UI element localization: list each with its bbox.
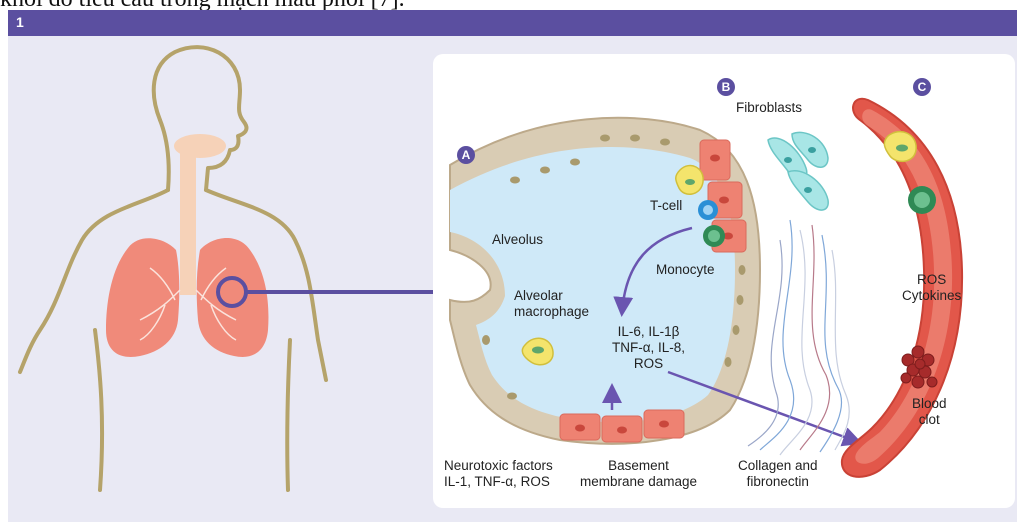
- label-cytokines-line-3: ROS: [612, 356, 685, 372]
- throat: [174, 134, 226, 158]
- torso-left-outline: [95, 330, 102, 490]
- label-basement-line-2: membrane damage: [580, 474, 697, 490]
- fibroblasts-cluster: [768, 132, 828, 210]
- label-neurotoxic-line-1: Neurotoxic factors: [444, 458, 553, 474]
- label-neurotoxic-line-2: IL-1, TNF-α, ROS: [444, 474, 553, 490]
- neck-back-outline: [160, 120, 169, 190]
- label-alveolar-line-1: Alveolar: [514, 288, 589, 304]
- label-collagen-fibronectin: Collagen and fibronectin: [738, 458, 818, 490]
- label-ros-line-2: Cytokines: [902, 288, 961, 304]
- trachea: [180, 140, 196, 295]
- label-t-cell: T-cell: [650, 198, 682, 214]
- badge-a: A: [457, 146, 475, 164]
- label-neurotoxic-factors: Neurotoxic factors IL-1, TNF-α, ROS: [444, 458, 553, 490]
- label-fibroblasts: Fibroblasts: [736, 100, 802, 116]
- vessel-yellow-cell: [884, 132, 916, 162]
- label-basement-line-1: Basement: [580, 458, 697, 474]
- label-blood-clot: Blood clot: [912, 396, 947, 428]
- label-alveolus: Alveolus: [492, 232, 543, 248]
- label-blood-clot-line-2: clot: [912, 412, 947, 428]
- badge-c: C: [913, 78, 931, 96]
- label-blood-clot-line-1: Blood: [912, 396, 947, 412]
- torso-right-outline: [287, 340, 290, 490]
- label-ros-cytokines: ROS Cytokines: [902, 272, 961, 304]
- label-collagen-line-2: fibronectin: [738, 474, 818, 490]
- label-alveolar-line-2: macrophage: [514, 304, 589, 320]
- label-basement-damage: Basement membrane damage: [580, 458, 697, 490]
- label-collagen-line-1: Collagen and: [738, 458, 818, 474]
- label-monocyte: Monocyte: [656, 262, 715, 278]
- label-alveolar-macrophage: Alveolar macrophage: [514, 288, 589, 320]
- label-cytokines-line-2: TNF-α, IL-8,: [612, 340, 685, 356]
- label-cytokines-line-1: IL-6, IL-1β: [612, 324, 685, 340]
- label-ros-line-1: ROS: [902, 272, 961, 288]
- right-lung: [197, 238, 269, 357]
- badge-b: B: [717, 78, 735, 96]
- label-cytokines: IL-6, IL-1β TNF-α, IL-8, ROS: [612, 324, 685, 372]
